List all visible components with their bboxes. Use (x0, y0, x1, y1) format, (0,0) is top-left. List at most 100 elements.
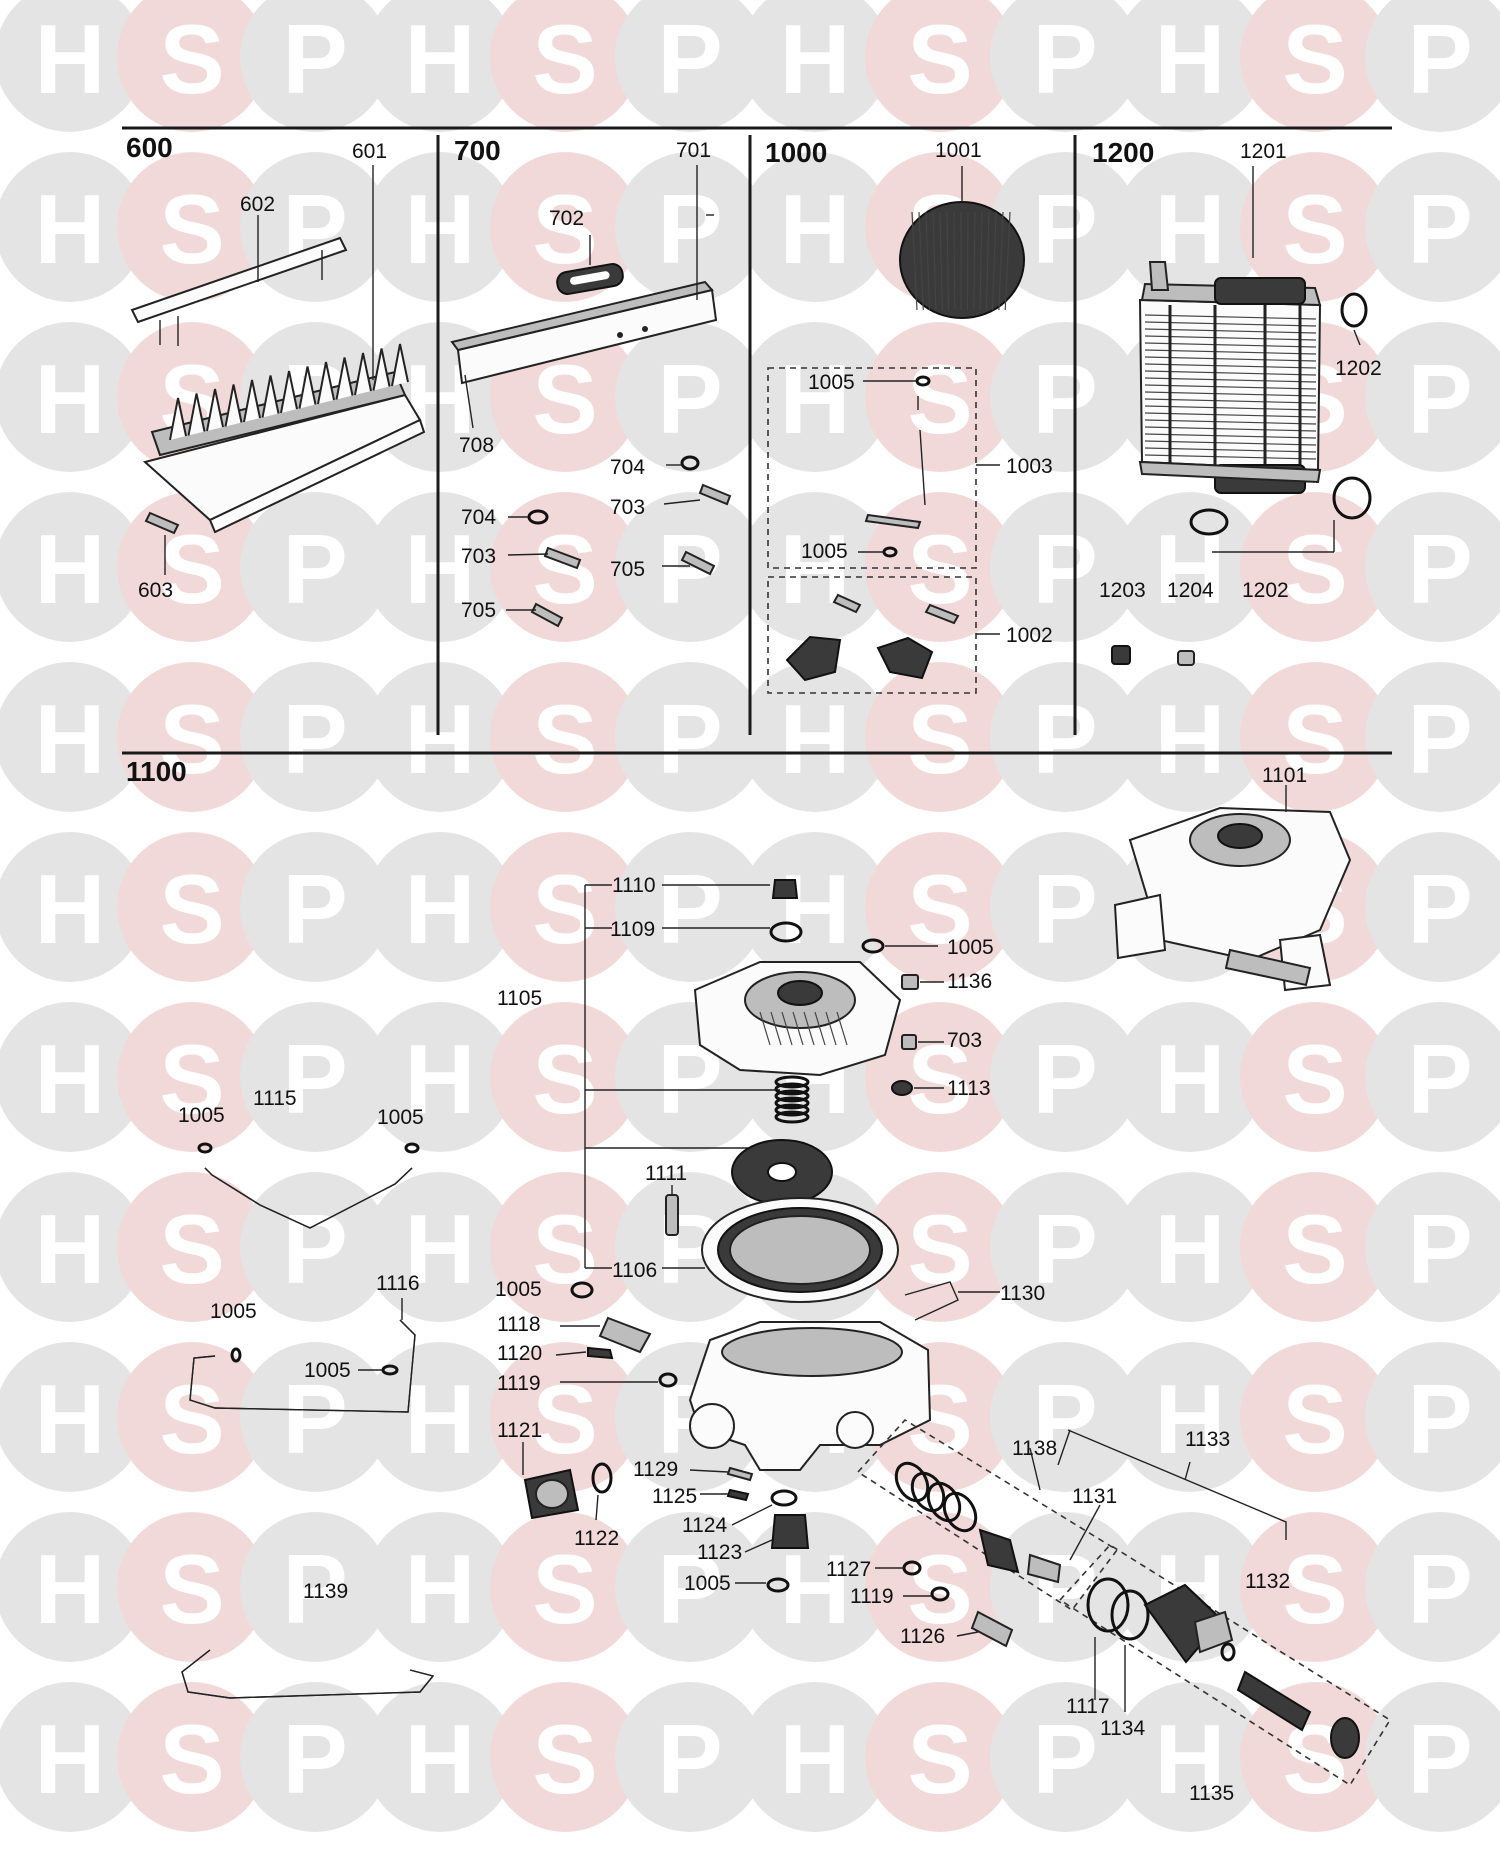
watermark-mark: H (0, 1172, 145, 1322)
part-1134-ring (1110, 1589, 1150, 1641)
callout-1202-lower: 1202 (1242, 579, 1289, 602)
callout-708: 708 (459, 434, 494, 457)
section-dividers (122, 126, 1392, 755)
svg-text:P: P (1407, 684, 1472, 794)
callout-703-upper: 703 (610, 496, 645, 519)
watermark-mark: H (0, 832, 145, 982)
svg-text:P: P (1032, 514, 1097, 624)
section-1200-parts (1111, 166, 1372, 666)
watermark-mark: H (740, 0, 890, 132)
svg-text:S: S (159, 1704, 224, 1814)
svg-text:H: H (780, 854, 851, 964)
group-box-1003 (767, 367, 977, 569)
svg-text:S: S (1282, 1534, 1347, 1644)
section-title-700: 700 (454, 135, 501, 166)
part-1203-fitting (1111, 645, 1131, 665)
svg-text:P: P (657, 174, 722, 284)
watermark-mark: S (1240, 1002, 1390, 1152)
svg-text:S: S (1282, 4, 1347, 114)
part-1135-knob (1330, 1717, 1360, 1759)
watermark-mark: H (365, 662, 515, 812)
callout-1201: 1201 (1240, 140, 1287, 163)
svg-text:S: S (159, 684, 224, 794)
callout-1119-side: 1119 (850, 1585, 894, 1608)
watermark-mark: P (240, 662, 390, 812)
watermark-mark: H (365, 832, 515, 982)
part-705-drawing-left (506, 602, 564, 628)
watermark-mark: P (990, 1002, 1140, 1152)
watermark-mark: S (490, 152, 640, 302)
watermark-mark: H (0, 0, 145, 132)
svg-text:H: H (1155, 174, 1226, 284)
svg-text:P: P (282, 1704, 347, 1814)
watermark-mark: S (490, 832, 640, 982)
svg-text:P: P (282, 684, 347, 794)
svg-text:P: P (1032, 854, 1097, 964)
part-1116-tube (189, 1298, 416, 1413)
svg-text:H: H (35, 344, 106, 454)
part-1101-drawing (1113, 785, 1352, 992)
watermark-mark: H (1115, 1002, 1265, 1152)
svg-text:P: P (1032, 1364, 1097, 1474)
svg-text:H: H (1155, 1704, 1226, 1814)
watermark-mark: P (1365, 152, 1500, 302)
part-1110-cap (771, 879, 799, 899)
svg-text:P: P (1032, 1194, 1097, 1304)
watermark-mark: H (740, 1682, 890, 1832)
svg-text:H: H (35, 1194, 106, 1304)
watermark-mark: H (740, 322, 890, 472)
svg-text:S: S (532, 684, 597, 794)
watermark-mark: P (1365, 1682, 1500, 1832)
svg-text:S: S (907, 514, 972, 624)
callout-705-left: 705 (461, 599, 496, 622)
svg-text:P: P (1407, 1024, 1472, 1134)
svg-text:P: P (657, 4, 722, 114)
svg-text:H: H (35, 4, 106, 114)
svg-text:P: P (282, 1534, 347, 1644)
watermark-mark: S (865, 322, 1015, 472)
callout-1110: 1110 (612, 874, 656, 897)
section-title-1000: 1000 (765, 137, 827, 168)
section-title-1200: 1200 (1092, 137, 1154, 168)
svg-text:H: H (780, 514, 851, 624)
watermark-mark: H (365, 1002, 515, 1152)
svg-text:P: P (657, 854, 722, 964)
svg-text:P: P (1032, 1024, 1097, 1134)
part-1003-drawing (858, 375, 1000, 558)
callout-1138: 1138 (1012, 1437, 1057, 1460)
svg-text:H: H (405, 4, 476, 114)
part-705-drawing-right (662, 550, 716, 576)
svg-text:H: H (780, 1704, 851, 1814)
callout-1005-body-bottom: 1005 (684, 1572, 731, 1595)
callout-705-right: 705 (610, 558, 645, 581)
svg-text:H: H (1155, 514, 1226, 624)
svg-text:P: P (657, 344, 722, 454)
callout-1121: 1121 (497, 1419, 542, 1442)
callout-703-body: 703 (947, 1029, 982, 1052)
watermark-mark: S (117, 1172, 267, 1322)
svg-text:P: P (282, 4, 347, 114)
callout-1130: 1130 (1000, 1282, 1045, 1305)
section-1000-parts (767, 166, 1025, 694)
callout-1001: 1001 (935, 139, 982, 162)
watermark-mark: P (240, 492, 390, 642)
group-box-1002 (767, 576, 977, 694)
watermark-mark: H (1115, 492, 1265, 642)
callout-603: 603 (138, 579, 173, 602)
watermark-mark: H (1115, 0, 1265, 132)
svg-text:S: S (1282, 684, 1347, 794)
svg-text:P: P (282, 1364, 347, 1474)
svg-text:H: H (1155, 684, 1226, 794)
svg-text:H: H (780, 4, 851, 114)
watermark-mark: P (990, 1342, 1140, 1492)
part-1135-stem (1236, 1670, 1312, 1732)
svg-text:P: P (1407, 514, 1472, 624)
svg-text:S: S (159, 1534, 224, 1644)
watermark-mark: S (117, 1512, 267, 1662)
svg-text:S: S (907, 344, 972, 454)
watermark-mark: P (615, 662, 765, 812)
callout-1125: 1125 (652, 1485, 697, 1508)
watermark-mark: H (0, 492, 145, 642)
svg-text:S: S (159, 4, 224, 114)
